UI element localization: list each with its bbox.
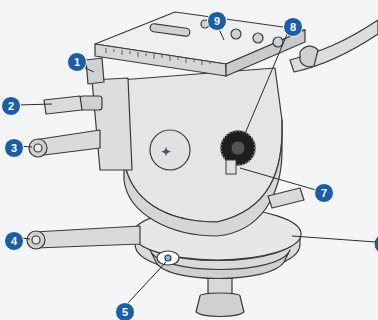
svg-text:✦: ✦ (161, 145, 171, 159)
callout-number: 7 (314, 183, 334, 203)
callout-number: 4 (4, 231, 24, 251)
callout-circle (374, 234, 378, 254)
callout-number: 3 (4, 138, 24, 158)
callout-number: 9 (207, 11, 227, 31)
callout-number: 2 (1, 96, 21, 116)
callout-number: 1 (67, 52, 87, 72)
callout-number: 8 (283, 17, 303, 37)
callout-number: 5 (115, 302, 135, 320)
